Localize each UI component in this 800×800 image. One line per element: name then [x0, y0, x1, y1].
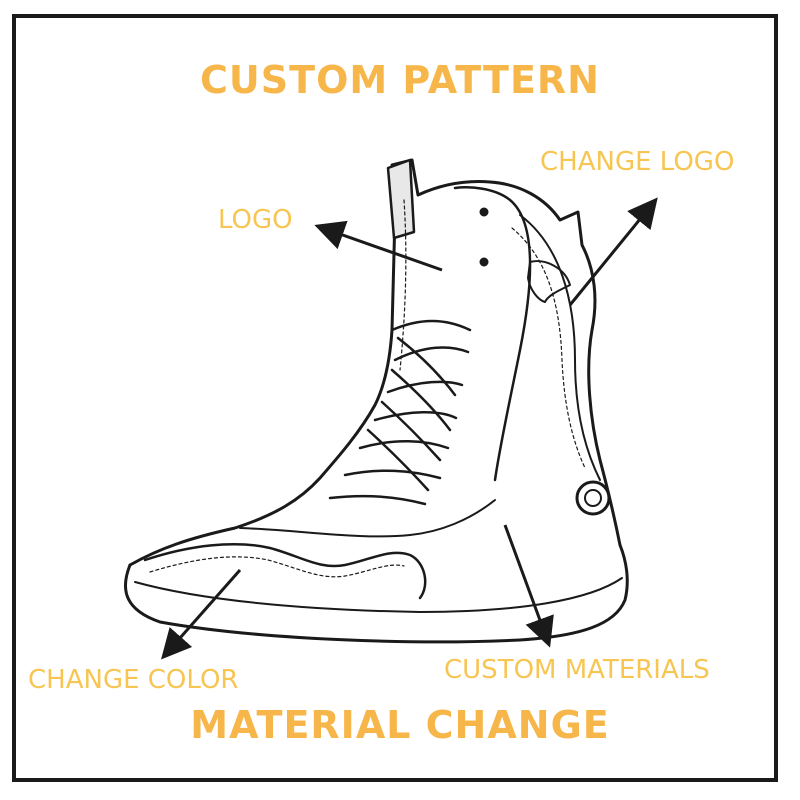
arrow-logo: [314, 220, 443, 272]
label-logo: LOGO: [218, 205, 293, 235]
title-material-change: MATERIAL CHANGE: [190, 703, 610, 747]
title-custom-pattern: CUSTOM PATTERN: [200, 58, 600, 102]
pull-tab: [386, 158, 416, 240]
label-custom-materials: CUSTOM MATERIALS: [444, 655, 710, 685]
side-panel-stitch: [511, 227, 586, 469]
tongue-panel: [453, 186, 532, 482]
upper-stitch: [399, 199, 407, 371]
heel-logo-ring-inner: [584, 489, 602, 507]
upper-outline: [128, 158, 622, 567]
label-change-color: CHANGE COLOR: [28, 665, 239, 695]
vamp-panel: [239, 499, 496, 538]
toe-stitch: [149, 556, 405, 578]
side-panel: [519, 214, 601, 481]
label-change-logo: CHANGE LOGO: [540, 147, 735, 177]
annotation-arrows: [161, 197, 658, 660]
laces: [328, 319, 472, 506]
toe-cap: [143, 542, 427, 600]
eyelet-1: [479, 207, 489, 217]
arrow-change-color: [161, 569, 242, 660]
arrow-change-logo: [568, 197, 658, 306]
sole-midline: [134, 577, 623, 613]
eyelet-2: [479, 257, 489, 267]
heel-logo-ring-outer: [575, 480, 611, 516]
outsole: [123, 543, 629, 644]
diagram-frame: [12, 14, 778, 782]
arrow-custom-materials: [503, 524, 554, 648]
boot-icon: [123, 158, 629, 644]
ankle-logo-shape: [527, 260, 571, 303]
